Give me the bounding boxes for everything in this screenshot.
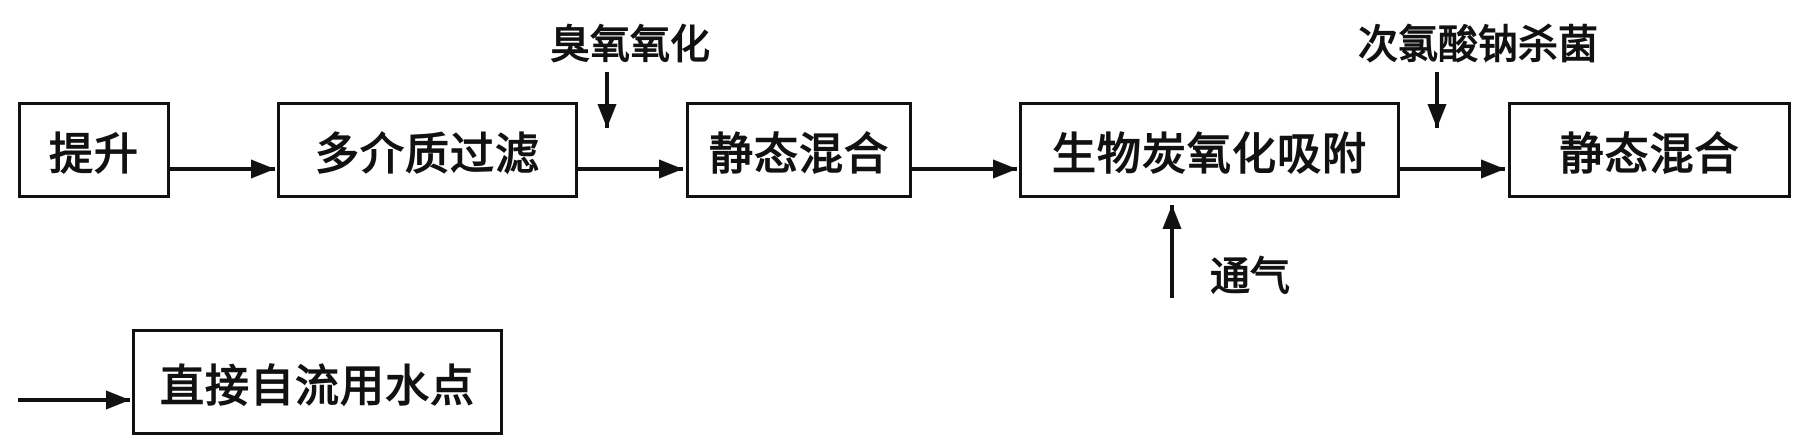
node-static-mix-1: 静态混合 (686, 102, 912, 198)
label-ozone: 臭氧氧化 (550, 22, 710, 68)
node-multimedia-filter: 多介质过滤 (277, 102, 578, 198)
node-direct-flow: 直接自流用水点 (132, 329, 503, 435)
label-hypochlorite: 次氯酸钠杀菌 (1358, 22, 1598, 68)
node-bio-carbon: 生物炭氧化吸附 (1019, 102, 1400, 198)
node-lift: 提升 (18, 102, 170, 198)
node-static-mix-2: 静态混合 (1508, 102, 1791, 198)
label-aeration: 通气 (1210, 254, 1290, 300)
